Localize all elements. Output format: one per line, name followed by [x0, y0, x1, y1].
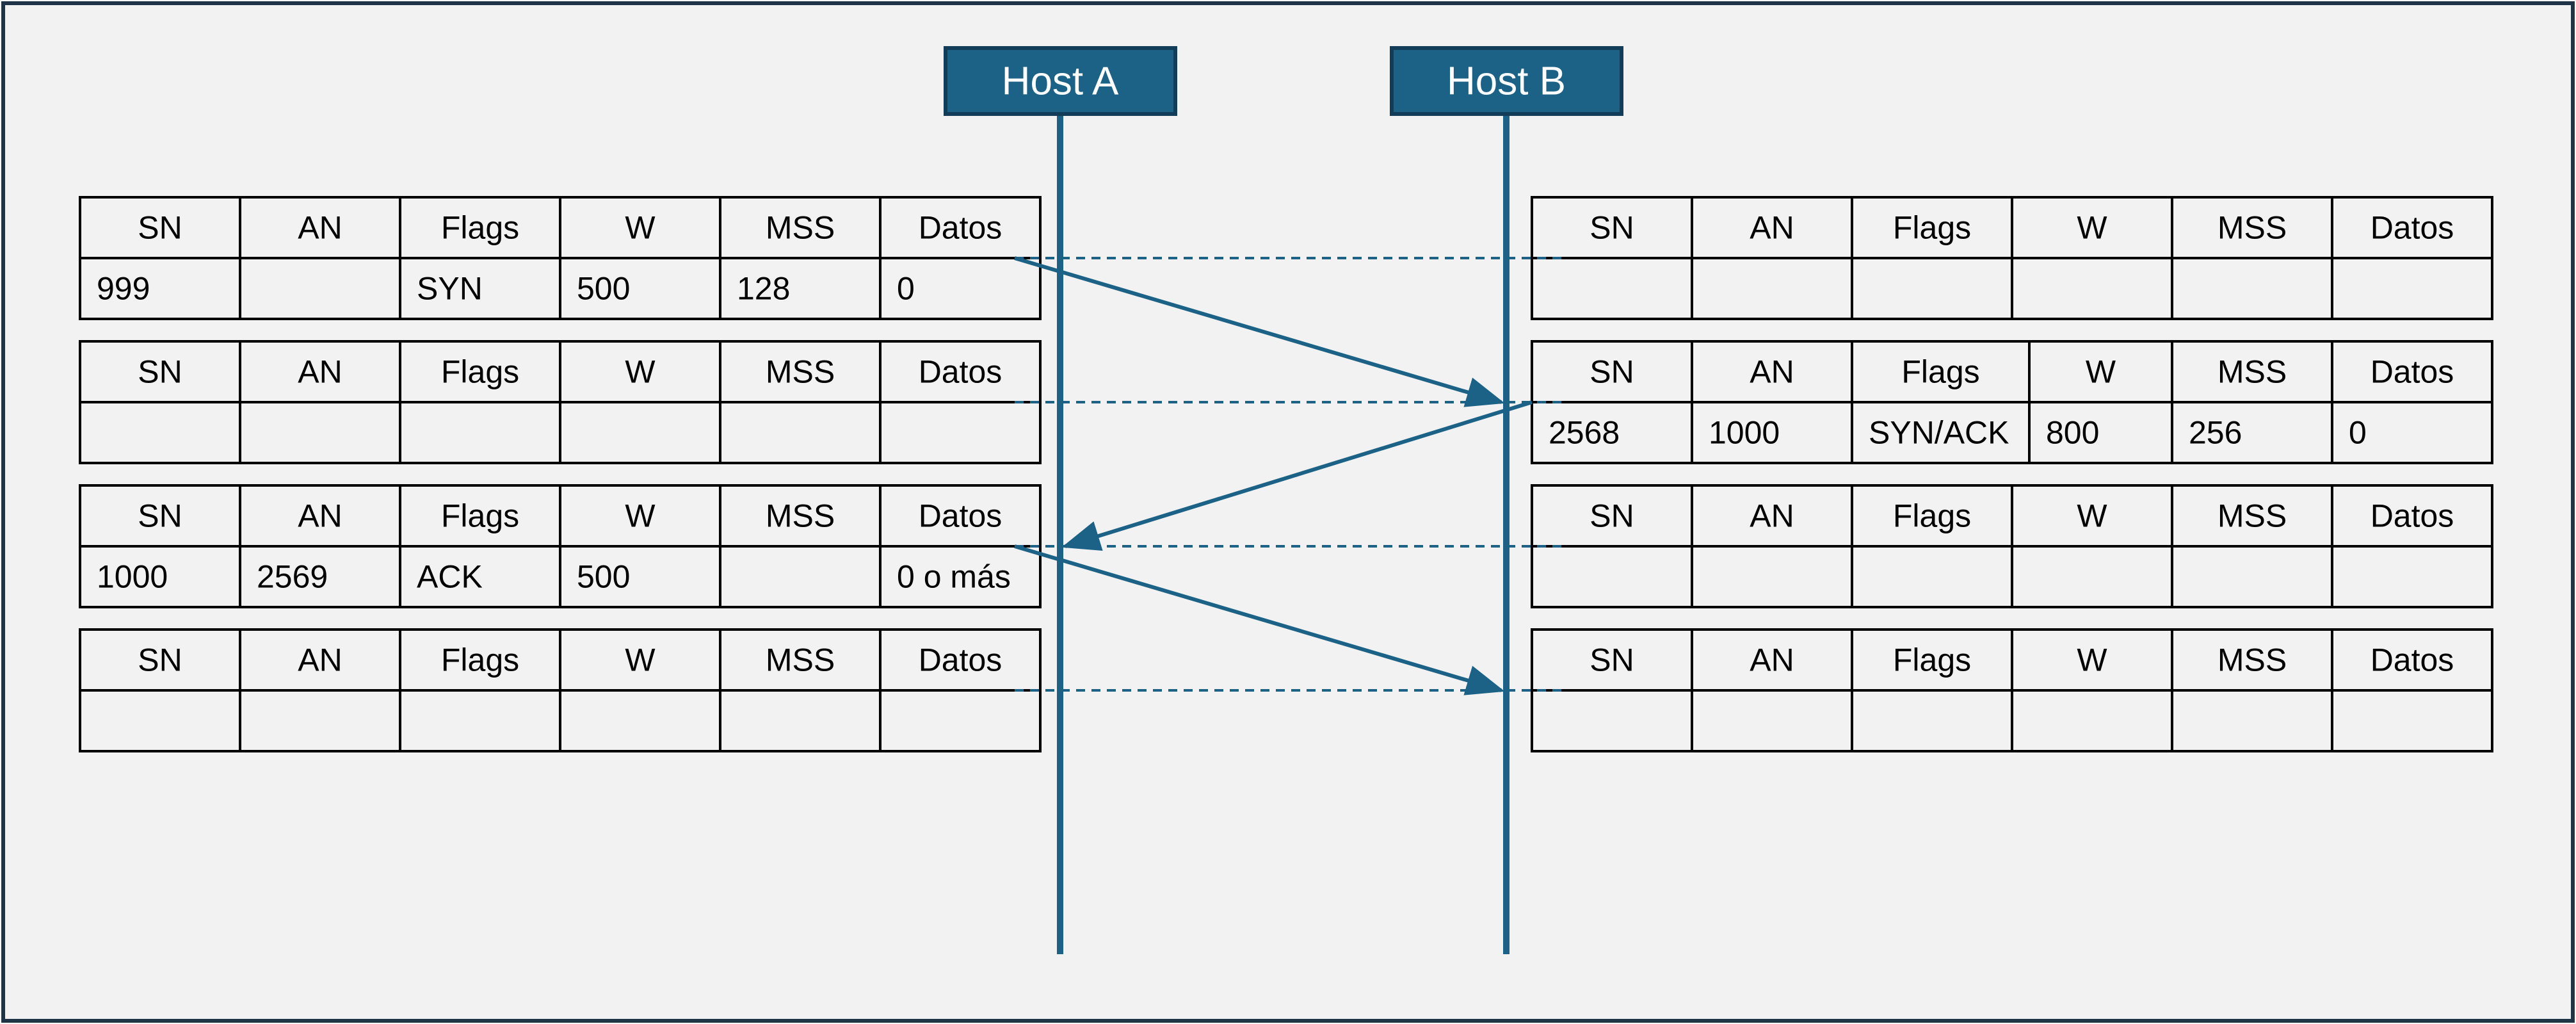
table-header-mss: MSS — [2218, 498, 2287, 534]
table-value-w: 500 — [577, 559, 630, 595]
table-value-datos: 0 — [897, 271, 915, 307]
table-header-an: AN — [1750, 642, 1794, 678]
table-header-datos: Datos — [919, 642, 1002, 678]
left-segment-table-3: SN AN Flags W MSS Datos 1000 2569 ACK 500 0 o más — [79, 484, 1042, 608]
right-segment-table-2: SN AN Flags W MSS Datos 2568 1000 SYN/ACK 800 256 0 — [1531, 340, 2493, 464]
table-header-sn: SN — [138, 498, 182, 534]
table-header-w: W — [2077, 642, 2107, 678]
table-header-an: AN — [298, 210, 342, 246]
table-value-an: 2569 — [257, 559, 328, 595]
table-header-flags: Flags — [441, 210, 519, 246]
message-arrows — [1014, 256, 1533, 695]
table-header-w: W — [625, 498, 656, 534]
table-header-w: W — [625, 210, 656, 246]
table-header-mss: MSS — [2218, 642, 2287, 678]
table-header-w: W — [2077, 210, 2107, 246]
table-header-datos: Datos — [2371, 354, 2454, 390]
table-value-flags: SYN — [417, 271, 483, 307]
table-value-w: 500 — [577, 271, 630, 307]
table-value-flags: SYN/ACK — [1869, 415, 2009, 451]
table-header-sn: SN — [1590, 498, 1634, 534]
table-header-flags: Flags — [1893, 210, 1971, 246]
table-header-sn: SN — [1590, 354, 1634, 390]
table-header-flags: Flags — [441, 642, 519, 678]
table-header-datos: Datos — [919, 498, 1002, 534]
table-header-datos: Datos — [2371, 642, 2454, 678]
table-header-mss: MSS — [766, 642, 835, 678]
left-segment-table-2: SN AN Flags W MSS Datos — [79, 340, 1042, 464]
right-segment-table-4: SN AN Flags W MSS Datos — [1531, 628, 2493, 752]
table-header-flags: Flags — [1893, 642, 1971, 678]
table-header-sn: SN — [138, 354, 182, 390]
table-value-sn: 999 — [97, 271, 150, 307]
table-header-an: AN — [298, 354, 342, 390]
table-header-sn: SN — [1590, 642, 1634, 678]
host-a-box: Host A — [944, 46, 1177, 116]
table-header-sn: SN — [138, 642, 182, 678]
table-header-datos: Datos — [2371, 498, 2454, 534]
table-header-mss: MSS — [2218, 354, 2287, 390]
table-header-an: AN — [1750, 210, 1794, 246]
message-arrow-3 — [1014, 544, 1505, 695]
table-header-w: W — [2086, 354, 2116, 390]
right-segment-table-3: SN AN Flags W MSS Datos — [1531, 484, 2493, 608]
table-header-flags: Flags — [441, 354, 519, 390]
table-header-mss: MSS — [766, 354, 835, 390]
table-header-an: AN — [1750, 498, 1794, 534]
left-segment-table-4: SN AN Flags W MSS Datos — [79, 628, 1042, 752]
table-header-flags: Flags — [1893, 498, 1971, 534]
table-header-an: AN — [298, 642, 342, 678]
table-value-mss: 256 — [2189, 415, 2242, 451]
host-a-label: Host A — [1002, 60, 1119, 104]
host-b-box: Host B — [1390, 46, 1623, 116]
host-b-label: Host B — [1447, 60, 1566, 104]
right-segment-table-1: SN AN Flags W MSS Datos — [1531, 196, 2493, 320]
table-header-datos: Datos — [919, 354, 1002, 390]
table-value-sn: 2568 — [1549, 415, 1620, 451]
table-header-w: W — [2077, 498, 2107, 534]
table-header-w: W — [625, 642, 656, 678]
table-header-datos: Datos — [919, 210, 1002, 246]
table-value-flags: ACK — [417, 559, 483, 595]
table-header-mss: MSS — [766, 498, 835, 534]
table-value-w: 800 — [2046, 415, 2099, 451]
table-value-datos: 0 o más — [897, 559, 1011, 595]
table-header-flags: Flags — [1901, 354, 1979, 390]
table-header-sn: SN — [138, 210, 182, 246]
table-value-sn: 1000 — [97, 559, 168, 595]
table-header-an: AN — [1750, 354, 1794, 390]
table-header-mss: MSS — [2218, 210, 2287, 246]
table-header-an: AN — [298, 498, 342, 534]
left-segment-table-1: SN AN Flags W MSS Datos 999 SYN 500 128 0 — [79, 196, 1042, 320]
table-header-flags: Flags — [441, 498, 519, 534]
table-value-mss: 128 — [737, 271, 790, 307]
message-arrow-2 — [1061, 400, 1533, 551]
table-header-sn: SN — [1590, 210, 1634, 246]
table-value-datos: 0 — [2349, 415, 2367, 451]
table-header-mss: MSS — [766, 210, 835, 246]
message-arrow-1 — [1014, 256, 1505, 407]
table-value-an: 1000 — [1709, 415, 1780, 451]
table-header-datos: Datos — [2371, 210, 2454, 246]
table-header-w: W — [625, 354, 656, 390]
